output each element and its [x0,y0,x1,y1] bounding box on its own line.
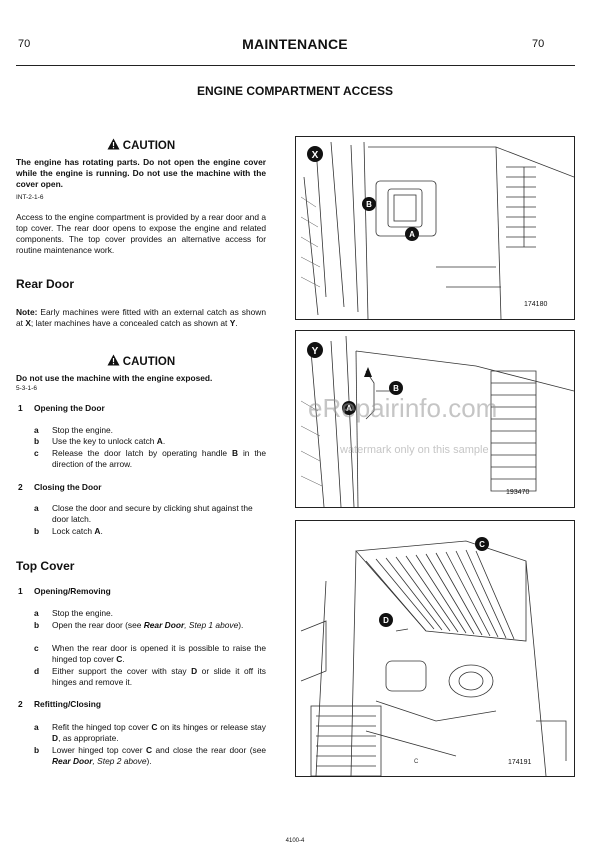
rear-door-heading: Rear Door [16,277,75,291]
engine-door-external-catch-illustration: X B A [300,141,574,319]
callout-b-label: B [366,200,372,209]
page-number-right: 70 [532,38,545,50]
page-header: MAINTENANCE [242,36,348,52]
section-title: ENGINE COMPARTMENT ACCESS [196,84,393,98]
figure-top-cover: C D C 174191 [295,520,575,777]
figure-x-number: 174180 [524,301,548,308]
top-cover-heading: Top Cover [16,559,75,573]
watermark-sub: watermark only on this sample [340,444,489,456]
callout-d [379,613,393,627]
callout-b [389,381,403,395]
warning-triangle-icon [107,138,120,153]
figure-y-badge-label: Y [312,346,319,357]
figure-y-number: 193470 [506,489,530,496]
callout-a [405,227,419,241]
watermark-main: eRepairinfo.com [308,393,498,423]
intro-paragraph: Access to the engine compartment is prov… [16,212,266,255]
figure-y-badge [307,342,323,358]
caution-label: CAUTION [122,140,176,152]
caution-text-2: Do not use the machine with the engine e… [16,373,213,383]
caution-text: The engine has rotating parts. Do not op… [16,157,266,189]
figure-x-badge [307,146,323,162]
page-number-left: 70 [18,38,31,50]
figure-y: Y B A 193470 [295,330,575,508]
caution-heading: CAUTION [16,138,266,153]
callout-c [475,537,489,551]
header-rule [16,65,575,66]
warning-triangle-icon [107,354,120,369]
figure-x-badge-label: X [312,150,319,161]
callout-d-label: D [383,616,389,625]
callout-a-label: A [346,404,352,413]
caution-heading-2: CAUTION [16,354,266,369]
callout-a [342,401,356,415]
figure-c-number: 174191 [508,759,532,766]
figure-x: X B A 174180 [295,136,575,320]
caution-ref: INT-2-1-6 [16,194,44,201]
caution-label-2: CAUTION [122,356,176,368]
engine-door-concealed-catch-illustration: Y B A [300,335,574,507]
rear-door-note: Note: Early machines were fitted with an… [16,307,266,328]
callout-a-label: A [409,230,415,239]
figure-c-part-label: C [414,759,419,765]
callout-b-label: B [393,384,399,393]
top-cover-stay-illustration: C D C [300,537,567,776]
caution-ref-2: 5-3-1-6 [16,385,37,392]
callout-b [362,197,376,211]
callout-c-label: C [479,540,485,549]
page-footer: 4100-4 [285,838,305,844]
